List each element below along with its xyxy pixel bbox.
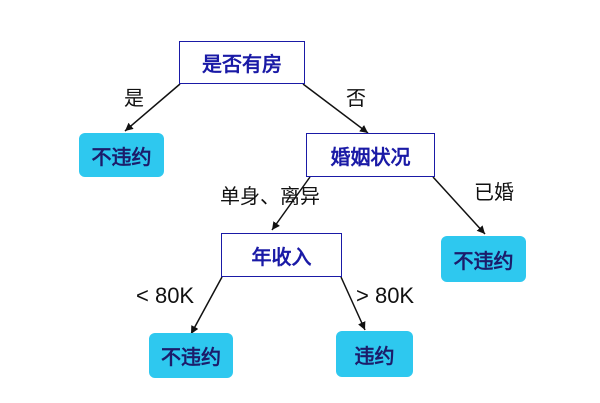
edge-label-house-yes: 是 <box>124 86 144 110</box>
edge-house-yes <box>124 83 181 132</box>
edge-label-income-high: > 80K <box>356 283 415 308</box>
edge-married <box>432 176 486 235</box>
root-node-house: 是否有房 <box>179 41 305 84</box>
edge-label-income-low: < 80K <box>136 283 195 308</box>
leaf-high-income: 违约 <box>336 331 413 377</box>
leaf-married: 不违约 <box>441 236 526 282</box>
node-annual-income: 年收入 <box>221 233 342 277</box>
leaf-low-income: 不违约 <box>149 333 233 378</box>
leaf-house-yes: 不违约 <box>79 133 164 177</box>
edge-house-no <box>302 83 369 134</box>
node-marital-status: 婚姻状况 <box>306 133 435 177</box>
edge-single-divorced <box>271 176 311 231</box>
edge-label-house-no: 否 <box>346 86 366 110</box>
edge-label-married: 已婚 <box>474 180 514 204</box>
edge-income-high <box>340 276 366 331</box>
edge-income-low <box>190 276 223 335</box>
edge-label-single-divorced: 单身、离异 <box>220 184 320 208</box>
